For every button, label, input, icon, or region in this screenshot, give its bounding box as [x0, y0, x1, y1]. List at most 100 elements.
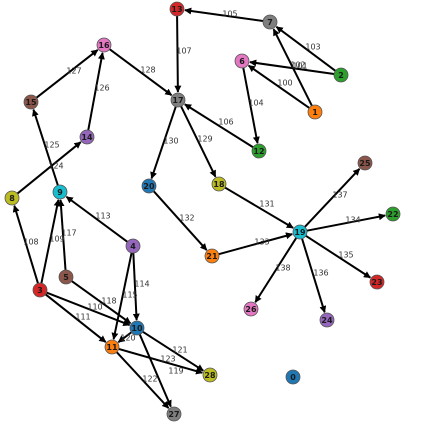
edge-5-9 [57, 199, 67, 271]
node-label-19: 19 [294, 228, 306, 237]
edge-10-28 [142, 330, 204, 372]
node-2[interactable]: 2 [333, 67, 349, 83]
node-5[interactable]: 5 [58, 269, 74, 285]
node-25[interactable]: 25 [357, 155, 373, 171]
node-circle-3[interactable] [32, 282, 48, 298]
node-circle-19[interactable] [292, 224, 308, 240]
node-circle-8[interactable] [4, 190, 20, 206]
node-circle-21[interactable] [204, 248, 220, 264]
edge-3-10 [46, 291, 131, 327]
node-26[interactable]: 26 [243, 301, 259, 317]
node-circle-11[interactable] [104, 339, 120, 355]
edge-label-5-10: 118 [101, 297, 116, 306]
edge-label-15-16: 127 [66, 67, 81, 76]
node-12[interactable]: 12 [251, 143, 267, 159]
edge-8-14 [16, 141, 82, 195]
node-circle-9[interactable] [52, 184, 68, 200]
edge-17-20 [150, 106, 177, 180]
edge-label-11-27: 122 [142, 375, 157, 384]
edge-2-6 [249, 59, 335, 76]
node-20[interactable]: 20 [141, 178, 157, 194]
node-3[interactable]: 3 [32, 282, 48, 298]
edge-2-7 [275, 25, 336, 72]
edge-label-11-28: 123 [160, 355, 175, 364]
node-circle-25[interactable] [357, 155, 373, 171]
edge-10-27 [138, 334, 172, 408]
node-17[interactable]: 17 [170, 92, 186, 108]
node-19[interactable]: 19 [292, 224, 308, 240]
node-circle-4[interactable] [125, 238, 141, 254]
node-27[interactable]: 27 [166, 406, 182, 422]
edge-11-28 [118, 347, 203, 375]
node-circle-14[interactable] [79, 129, 95, 145]
node-circle-23[interactable] [369, 274, 385, 290]
node-circle-0[interactable] [285, 369, 301, 385]
edge-3-9 [40, 199, 61, 284]
node-circle-10[interactable] [129, 320, 145, 336]
node-circle-27[interactable] [166, 406, 182, 422]
node-circle-18[interactable] [211, 176, 227, 192]
node-22[interactable]: 22 [385, 206, 401, 222]
node-circle-5[interactable] [58, 269, 74, 285]
node-circle-16[interactable] [96, 37, 112, 53]
edges-layer [12, 7, 386, 409]
node-circle-13[interactable] [169, 1, 185, 17]
node-circle-28[interactable] [202, 367, 218, 383]
node-circle-26[interactable] [243, 301, 259, 317]
edge-4-9 [65, 195, 128, 243]
node-0[interactable]: 0 [285, 369, 301, 385]
node-label-10: 10 [131, 324, 143, 333]
edge-label-9-15: 125 [44, 141, 59, 150]
edge-label-3-11: 111 [75, 313, 90, 322]
node-label-6: 6 [239, 57, 245, 66]
node-label-3: 3 [37, 286, 43, 295]
edge-label-2-6: 101 [292, 62, 307, 71]
edge-label-4-10: 114 [134, 280, 149, 289]
node-7[interactable]: 7 [262, 14, 278, 30]
node-16[interactable]: 16 [96, 37, 112, 53]
node-28[interactable]: 28 [202, 367, 218, 383]
node-14[interactable]: 14 [79, 129, 95, 145]
node-circle-7[interactable] [262, 14, 278, 30]
node-circle-1[interactable] [307, 104, 323, 120]
node-label-8: 8 [9, 194, 15, 203]
edge-5-10 [71, 280, 132, 325]
node-8[interactable]: 8 [4, 190, 20, 206]
node-15[interactable]: 15 [23, 94, 39, 110]
node-circle-24[interactable] [319, 312, 335, 328]
node-1[interactable]: 1 [307, 104, 323, 120]
node-circle-12[interactable] [251, 143, 267, 159]
node-23[interactable]: 23 [369, 274, 385, 290]
node-11[interactable]: 11 [104, 339, 120, 355]
node-24[interactable]: 24 [319, 312, 335, 328]
node-circle-20[interactable] [141, 178, 157, 194]
node-9[interactable]: 9 [52, 184, 68, 200]
node-label-15: 15 [25, 98, 37, 107]
node-circle-2[interactable] [333, 67, 349, 83]
node-label-1: 1 [312, 108, 318, 117]
edge-19-24 [301, 238, 327, 314]
edge-label-10-11: 120 [120, 334, 135, 343]
node-18[interactable]: 18 [211, 176, 227, 192]
edge-label-20-21: 132 [179, 214, 194, 223]
node-6[interactable]: 6 [234, 53, 250, 69]
edge-label-3-9: 109 [49, 235, 64, 244]
node-label-2: 2 [338, 71, 344, 80]
node-circle-22[interactable] [385, 206, 401, 222]
node-label-7: 7 [267, 18, 273, 27]
node-circle-17[interactable] [170, 92, 186, 108]
edge-13-17 [174, 15, 182, 93]
edge-21-19 [218, 232, 293, 256]
node-label-21: 21 [206, 252, 218, 261]
node-circle-15[interactable] [23, 94, 39, 110]
node-circle-6[interactable] [234, 53, 250, 69]
edge-14-16 [87, 52, 105, 131]
node-10[interactable]: 10 [129, 320, 145, 336]
node-label-5: 5 [63, 273, 69, 282]
node-21[interactable]: 21 [204, 248, 220, 264]
edge-label-19-22: 134 [345, 216, 360, 225]
edge-19-22 [306, 213, 386, 232]
node-4[interactable]: 4 [125, 238, 141, 254]
node-13[interactable]: 13 [169, 1, 185, 17]
